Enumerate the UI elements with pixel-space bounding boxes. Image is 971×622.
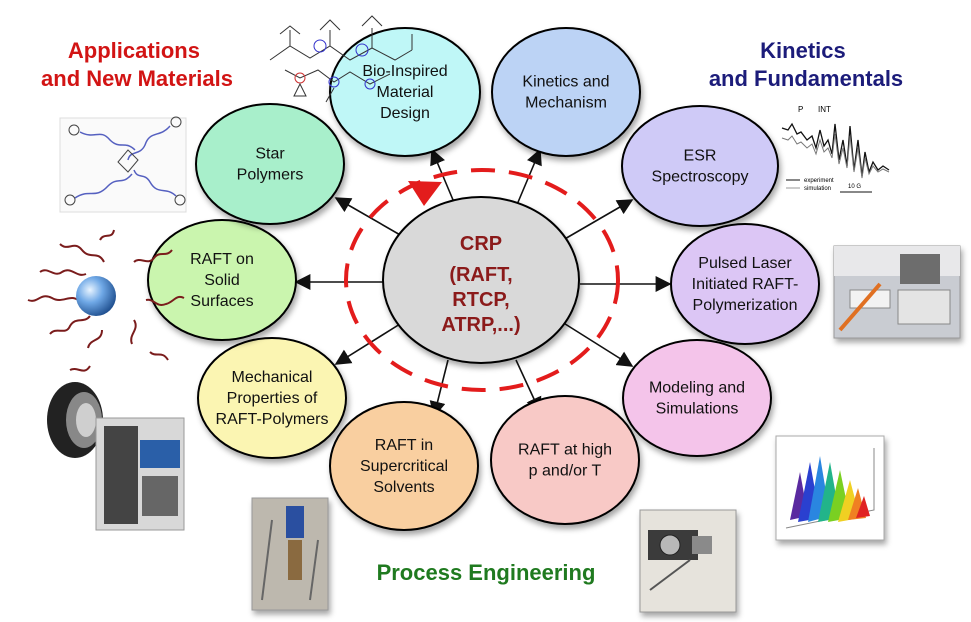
node-label-line: Modeling and [649,380,745,397]
arrow-to-bio [430,148,457,208]
node-label-line: RAFT on [190,251,254,268]
node-label-line: RAFT-Polymers [216,411,329,428]
supercritical-reactor-photo [251,497,329,611]
arrow-to-star [334,197,403,237]
esr-legend-experiment: experiment [804,178,834,184]
star-polymer-structure-illustration [59,116,187,213]
node-highp: RAFT at high p and/or T [490,395,640,525]
node-bubble-supercritical [329,401,479,531]
node-label-line: Design [380,105,430,122]
center-label: CRP (RAFT, RTCP, ATRP,...) [441,233,520,336]
node-label-highp: RAFT at high p and/or T [518,442,612,480]
node-label-line: Supercritical [360,458,448,475]
node-bubble-bio [329,27,481,157]
node-label-line: Mechanical [232,369,313,386]
node-label-esr: ESR Spectroscopy [652,148,749,186]
node-label-line: Simulations [656,401,739,418]
node-esr: ESR Spectroscopy [621,105,779,227]
arrow-to-esr [562,199,634,241]
node-bubble-solid [147,219,297,341]
node-bubble-star [195,103,345,225]
node-label-line: Star [255,146,285,163]
simulation-3d-plot [775,435,885,541]
node-label-line: Properties of [227,390,318,407]
group-title-process: Process Engineering [377,560,596,585]
node-label-line: Initiated RAFT- [692,276,799,293]
grafted-nanoparticle-illustration [27,229,185,372]
node-label-line: RAFT in [375,437,433,454]
high-pressure-cell-photo [639,509,737,613]
node-label-line: Mechanism [525,95,607,112]
group-title-applications: Applications and New Materials [41,38,233,91]
node-label-line: Solid [204,272,240,289]
node-bubble-pulsed [670,223,820,345]
center-label-line: (RAFT, [449,264,512,286]
node-bubble-mechanical [197,337,347,459]
node-label-line: Pulsed Laser [698,255,792,272]
node-label-line: Polymerization [693,297,798,314]
node-bubble-esr [621,105,779,227]
esr-spectrum-plot: P INT experiment simulation 10 G [781,105,890,193]
peptide-structure-illustration [269,15,413,103]
node-label-line: Solvents [373,479,434,496]
node-label-line: Material [377,84,434,101]
node-bubble-modeling [622,339,772,457]
center-node [382,196,580,364]
node-bubble-kinetics [491,27,641,157]
node-label-line: p and/or T [529,463,602,480]
esr-label-int: INT [818,105,831,114]
node-label-line: Spectroscopy [652,169,749,186]
esr-legend-simulation: simulation [804,186,831,192]
center-label-line: ATRP,...) [441,314,520,336]
node-label-line: Kinetics and [522,74,609,91]
node-label-line: Polymers [237,167,304,184]
esr-scale-label: 10 G [848,184,861,190]
arrow-to-modeling [561,321,634,367]
node-label-line: Surfaces [190,293,253,310]
nanoparticle-sphere [76,276,116,316]
pulsed-laser-lab-photo [833,245,961,339]
center-label-line: RTCP, [452,289,509,311]
tire-and-tensile-tester-photo [47,382,185,531]
arrow-to-mechanical [334,323,401,365]
arrow-to-supercritical [429,359,449,418]
center-label-line: CRP [460,233,502,255]
node-label-line: Bio-Inspired [362,63,447,80]
cycle-arrowhead [408,181,442,206]
node-label-line: ESR [684,148,717,165]
node-bubble-highp [490,395,640,525]
cycle-indicator [344,168,620,392]
esr-label-p: P [798,105,803,114]
group-title-kinetics: Kinetics and Fundamentals [709,38,903,91]
connector-arrows [294,148,672,418]
dashed-cycle-ring [344,168,620,392]
node-label-line: RAFT at high [518,442,612,459]
center-ellipse [382,196,580,364]
